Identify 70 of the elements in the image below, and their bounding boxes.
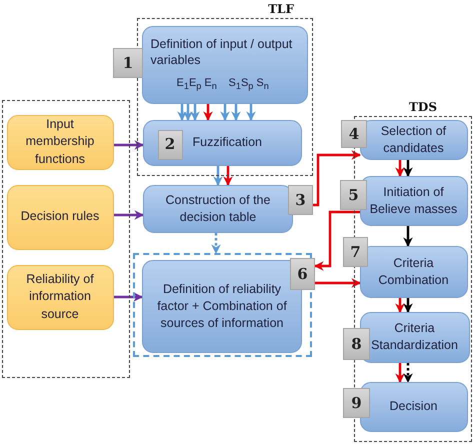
arrow <box>313 150 361 206</box>
step-label: Reliability of information source <box>25 270 95 323</box>
step-number: 2 <box>164 134 176 155</box>
arrow <box>114 210 144 220</box>
step-label: Decision <box>388 398 438 415</box>
step-label: Decision rules <box>20 208 100 226</box>
step-number-box <box>158 130 182 160</box>
process-box <box>142 120 302 166</box>
step-number: 1 <box>122 54 134 72</box>
arrow <box>177 104 187 121</box>
step-label: Initiation of Believe masses <box>368 184 458 218</box>
arrow <box>403 160 413 177</box>
arrow <box>395 363 405 383</box>
input-box <box>6 184 114 250</box>
process-box <box>360 382 468 432</box>
step-number: 5 <box>348 186 359 204</box>
step-number-box <box>343 237 368 267</box>
step-label: Construction of the decision table <box>164 192 272 226</box>
arrow <box>203 104 213 121</box>
process-box <box>360 246 468 298</box>
variable-list: E$_{1}$E$_{p}$ E$_{n}$ <box>176 76 217 92</box>
dashed-group-frame <box>133 253 312 357</box>
step-number-box <box>341 120 367 148</box>
step-number: 6 <box>297 265 308 283</box>
step-label: Input membership functions <box>24 116 96 168</box>
arrow <box>114 292 143 302</box>
arrow <box>315 278 361 288</box>
arrow <box>395 298 405 313</box>
dashed-group-frame <box>2 100 130 378</box>
arrow <box>220 104 230 121</box>
step-number-box <box>340 180 367 210</box>
process-box <box>360 312 470 362</box>
step-number-box <box>113 48 143 78</box>
arrow <box>213 166 223 186</box>
step-number-box <box>343 328 370 360</box>
step-number-box <box>343 388 370 418</box>
step-number: 4 <box>348 125 360 143</box>
arrow <box>403 363 413 383</box>
input-box <box>6 264 114 330</box>
step-number: 3 <box>295 191 306 209</box>
arrow <box>246 104 256 121</box>
arrow <box>114 140 144 150</box>
arrow <box>395 160 405 177</box>
process-box <box>360 176 468 226</box>
step-number: 9 <box>351 394 362 412</box>
step-label: Criteria Standardization <box>370 320 459 354</box>
step-label: Selection of candidates <box>380 122 448 156</box>
variable-list: S$_{1}$S$_{p}$ S$_{n}$ <box>228 76 269 92</box>
arrow <box>403 226 413 247</box>
group-heading: TDS <box>408 100 437 114</box>
step-label: Fuzzification <box>192 134 263 151</box>
process-box <box>142 26 308 104</box>
step-number: 8 <box>351 335 362 353</box>
step-label: Criteria Combination <box>377 254 450 288</box>
arrow <box>223 166 233 186</box>
step-label: Definition of input / output variables <box>150 36 294 70</box>
group-heading: TLF <box>268 2 294 16</box>
arrow <box>231 104 241 121</box>
arrow <box>211 233 221 254</box>
step-number-box <box>290 258 315 290</box>
arrow <box>314 210 360 271</box>
step-number: 7 <box>350 243 361 261</box>
arrow <box>190 104 200 121</box>
arrow <box>183 104 193 121</box>
arrow <box>403 298 413 313</box>
process-box <box>143 185 293 233</box>
process-box <box>360 120 468 160</box>
step-label: Definition of reliability factor + Combination of sources of information <box>156 281 288 332</box>
input-box <box>6 114 114 170</box>
step-number-box <box>288 185 313 215</box>
